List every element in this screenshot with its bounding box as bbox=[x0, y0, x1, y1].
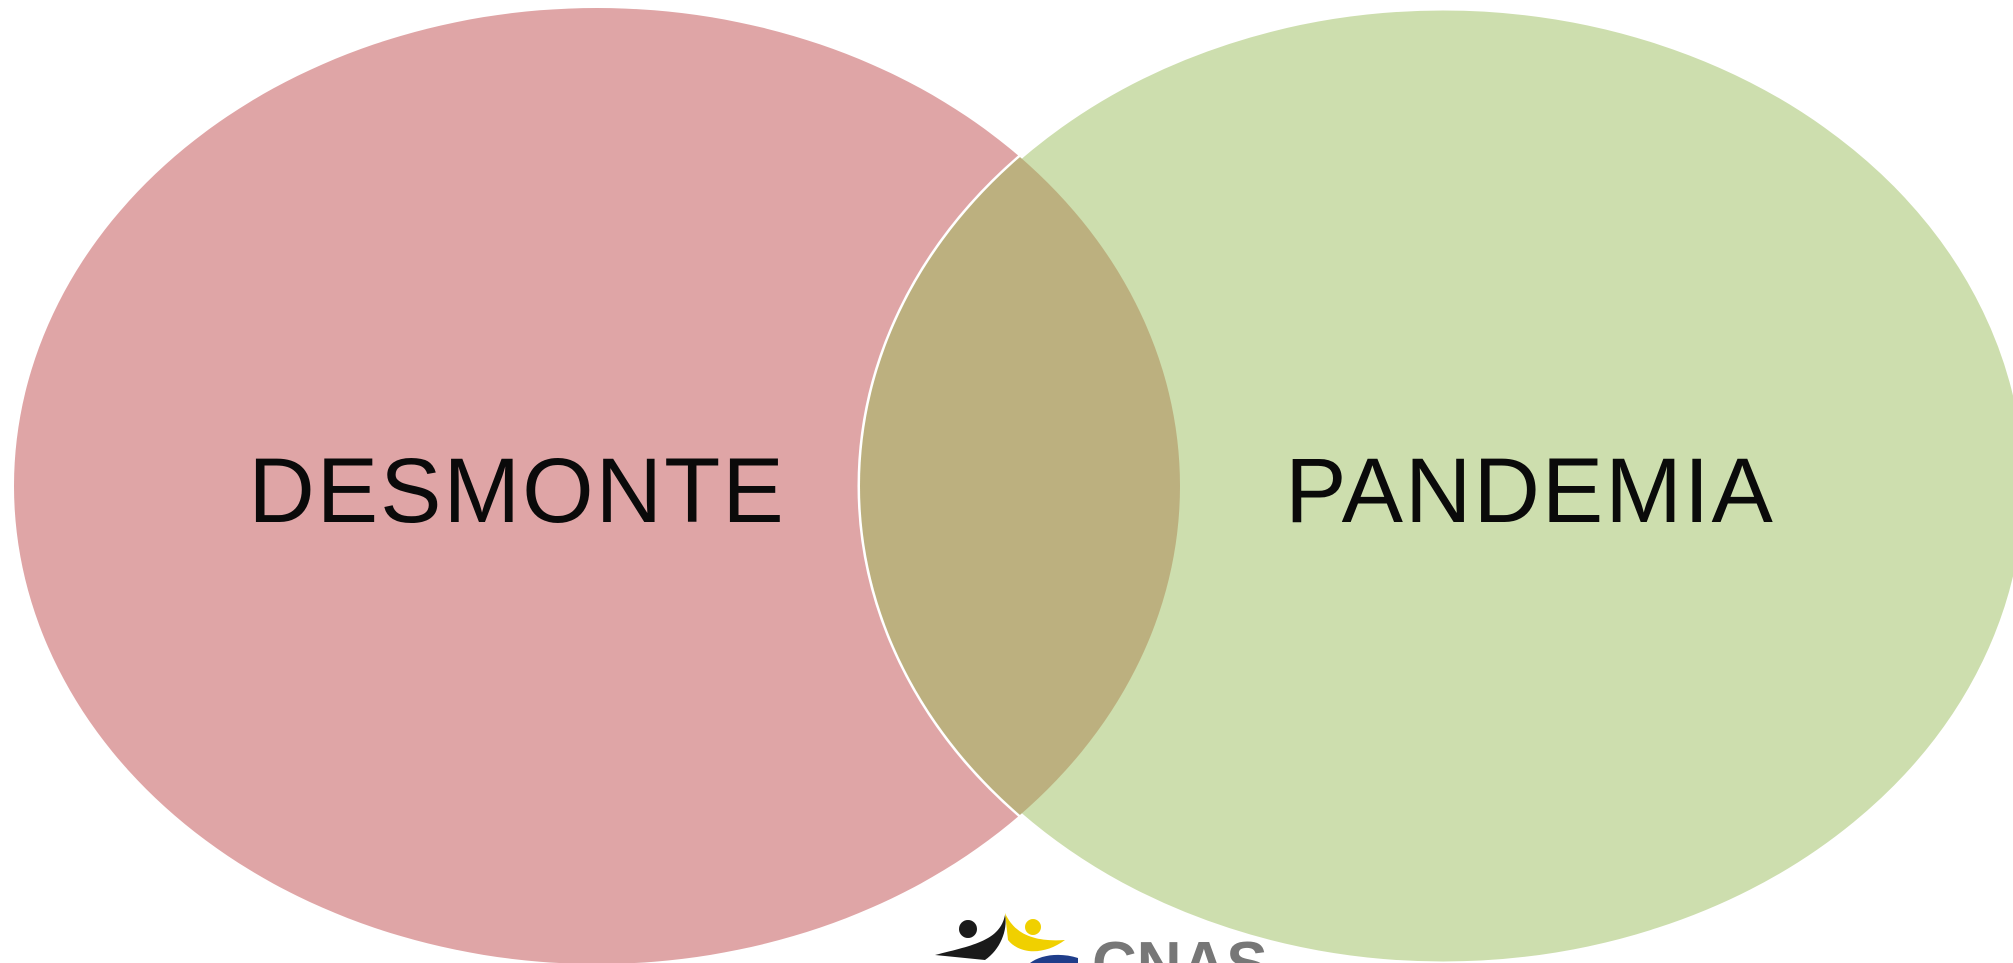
set-label-desmonte: DESMONTE bbox=[248, 440, 785, 542]
cnas-logo-text: CNAS bbox=[1092, 930, 1268, 963]
cnas-logo: CNAS bbox=[935, 913, 1268, 963]
cnas-figures-icon bbox=[935, 913, 1078, 963]
set-label-pandemia: PANDEMIA bbox=[1285, 440, 1775, 542]
set-desmonte-ellipse bbox=[14, 8, 1180, 963]
